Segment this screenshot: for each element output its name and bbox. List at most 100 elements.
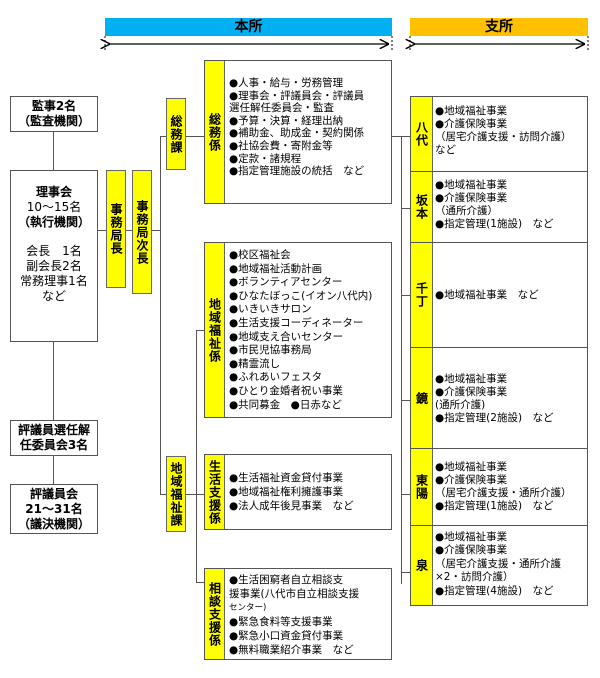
- chiiki-kakari-items: ●校区福祉会 ●地域福祉活動計画 ●ボランティアセンター ●ひなたぼっこ(イオン…: [229, 249, 372, 412]
- branch-name: 鏡: [411, 348, 433, 448]
- list-item: ●指定管理施設の統括 など: [229, 165, 365, 178]
- seikatsu-label: 生活支援係: [205, 455, 225, 529]
- chiiki-to-units: [186, 494, 196, 495]
- branch-items: ●地域福祉事業 ●介護保険事業 （居宅介護支援・通所介護 ×2・訪問介護） ●指…: [435, 531, 561, 598]
- list-item: ●緊急小口資金貸付事業: [229, 630, 344, 642]
- list-item: ●地域福祉事業: [435, 531, 508, 543]
- list-item: ●生活困窮者自立相談支: [229, 574, 344, 586]
- list-item: センター): [229, 603, 267, 613]
- list-item: ×2・訪問介護）: [435, 571, 514, 584]
- list-item: ●理事会・評議員会・評議員: [229, 89, 365, 102]
- rijikai-member: 副会長2名: [26, 259, 82, 273]
- list-item: ●地域支え合いセンター: [229, 330, 344, 343]
- list-item: など: [435, 144, 456, 156]
- to-branch-izumi: [401, 572, 410, 573]
- list-item: 援事業(八代市自立相談支援: [229, 588, 360, 600]
- list-item: （通所介護）: [435, 205, 498, 217]
- to-somu: [160, 136, 166, 137]
- branch-items: ●地域福祉事業 ●介護保険事業 （通所介護） ●指定管理(1施設) など: [435, 179, 554, 231]
- list-item: ●地域福祉事業 など: [435, 289, 539, 301]
- to-branch-kagami: [401, 400, 410, 401]
- kanji-title: 監事2名: [31, 99, 77, 113]
- hyogiinkai-title: 評議員会: [29, 486, 78, 501]
- list-item: ●地域福祉活動計画: [229, 262, 323, 275]
- hyogiinkai-box: 評議員会 21～31名 （議決機関）: [10, 484, 98, 534]
- list-item: ●定款・諸規程: [229, 152, 302, 165]
- jichou-box: 事務局次長: [132, 170, 152, 294]
- somu-to-kakari: [186, 136, 204, 137]
- to-branch-toyo: [401, 494, 410, 495]
- list-item: ●地域福祉事業: [435, 179, 508, 191]
- branch-items: ●地域福祉事業 ●介護保険事業 (通所介護) ●指定管理(2施設) など: [435, 373, 554, 425]
- kanji-box: 監事2名 （監査機関）: [10, 96, 98, 132]
- honsho-label: 本所: [234, 19, 263, 35]
- rijikai-count: 10～15名: [26, 200, 82, 214]
- sections-vertical: [160, 136, 161, 494]
- to-branch-yatsushiro: [392, 136, 410, 137]
- to-branch-sencho: [401, 295, 410, 296]
- list-item: ●校区福祉会: [229, 249, 291, 261]
- hyogiinkai-role: （議決機関）: [17, 516, 90, 531]
- list-item: ●介護保険事業: [435, 118, 508, 130]
- list-item: ●地域福祉事業: [435, 373, 508, 385]
- somu-kakari-items: ●人事・給与・労務管理 ●理事会・評議員会・評議員 選任解任委員会・監査 ●予算…: [229, 77, 364, 178]
- list-item: ●ひとり金婚者祝い事業: [229, 384, 343, 397]
- list-item: ●地域福祉事業: [435, 105, 508, 117]
- branch-divider: [411, 347, 587, 348]
- to-seikatsu: [196, 494, 204, 495]
- list-item: ●予算・決算・経理出納: [229, 114, 344, 127]
- list-item: ●精霊流し: [229, 357, 281, 370]
- list-item: ●ひなたぼっこ(イオン八代内): [229, 289, 373, 302]
- rijikai-title: 理事会: [35, 185, 72, 199]
- branch-name: 泉: [411, 526, 433, 605]
- list-item: 選任解任委員会・監査: [229, 102, 334, 115]
- list-item: ●介護保険事業: [435, 192, 508, 204]
- hyogiinkai-count: 21～31名: [25, 501, 83, 516]
- list-item: ●指定管理(4施設) など: [435, 584, 554, 597]
- senin-line1: 評議員選任解: [17, 423, 90, 437]
- branch-divider: [411, 242, 587, 243]
- list-item: （居宅介護支援・通所介護）: [435, 487, 572, 499]
- list-item: ●無料職業紹介事業 など: [229, 644, 354, 656]
- chiiki-kakari-panel: 地域福祉係 ●校区福祉会 ●地域福祉活動計画 ●ボランティアセンター ●ひなたぼ…: [204, 242, 392, 418]
- branch-divider: [411, 448, 587, 449]
- list-item: ●市民児協事務局: [229, 344, 312, 357]
- somu-section: 総務課: [166, 98, 186, 170]
- list-item: ●生活支援コーディネーター: [229, 316, 364, 329]
- jimukyoku-to-jichou: [126, 230, 132, 231]
- branch-items: ●地域福祉事業 ●介護保険事業 （居宅介護支援・通所介護） ●指定管理(1施設)…: [435, 461, 572, 513]
- somu-kakari-label: 総務係: [205, 61, 225, 203]
- list-item: ●補助金、助成金・契約関係: [229, 127, 365, 140]
- list-item: ●介護保険事業: [435, 474, 508, 486]
- branch-name: 八代: [411, 97, 433, 171]
- branch-column: 八代 ●地域福祉事業 ●介護保険事業 （居宅介護支援・訪問介護） など 坂本 ●…: [410, 96, 588, 606]
- list-item: ●共同募金 ●日赤など: [229, 398, 342, 411]
- list-item: ●社協会費・寄附金等: [229, 139, 333, 152]
- list-item: ●介護保険事業: [435, 544, 508, 557]
- list-item: ●地域福祉権利擁護事業: [229, 486, 344, 498]
- rijikai-member: など: [41, 289, 66, 303]
- jichou-to-sections: [152, 230, 160, 231]
- rijikai-to-jimukyoku: [98, 230, 106, 231]
- list-item: ●生活福祉資金貸付事業: [229, 472, 344, 484]
- branch-name: 東陽: [411, 449, 433, 525]
- chiiki-kakari-label: 地域福祉係: [205, 243, 225, 417]
- seikatsu-panel: 生活支援係 ●生活福祉資金貸付事業 ●地域福祉権利擁護事業 ●法人成年後見事業 …: [204, 454, 392, 530]
- somu-kakari-panel: 総務係 ●人事・給与・労務管理 ●理事会・評議員会・評議員 選任解任委員会・監査…: [204, 60, 392, 204]
- senin-line2: 任委員会3名: [19, 438, 89, 452]
- branch-name: 坂本: [411, 172, 433, 242]
- rijikai-role: （執行機関）: [17, 215, 90, 229]
- shisho-header: 支所: [410, 18, 588, 36]
- kanji-role: （監査機関）: [17, 114, 90, 128]
- branch-divider: [411, 171, 587, 172]
- list-item: ●指定管理(1施設) など: [435, 500, 554, 512]
- somu-panel-to-branch: [392, 136, 401, 137]
- list-item: ●地域福祉事業: [435, 461, 508, 473]
- chiiki-section: 地域福祉課: [166, 456, 186, 532]
- rijikai-member: 会長 1名: [26, 244, 82, 258]
- rijikai-member: 常務理事1名: [20, 274, 88, 288]
- list-item: ●緊急食料等支援事業: [229, 616, 333, 628]
- list-item: （居宅介護支援・通所介護: [435, 557, 561, 570]
- sodan-items: ●生活困窮者自立相談支 援事業(八代市自立相談支援 センター) ●緊急食料等支援…: [229, 573, 359, 657]
